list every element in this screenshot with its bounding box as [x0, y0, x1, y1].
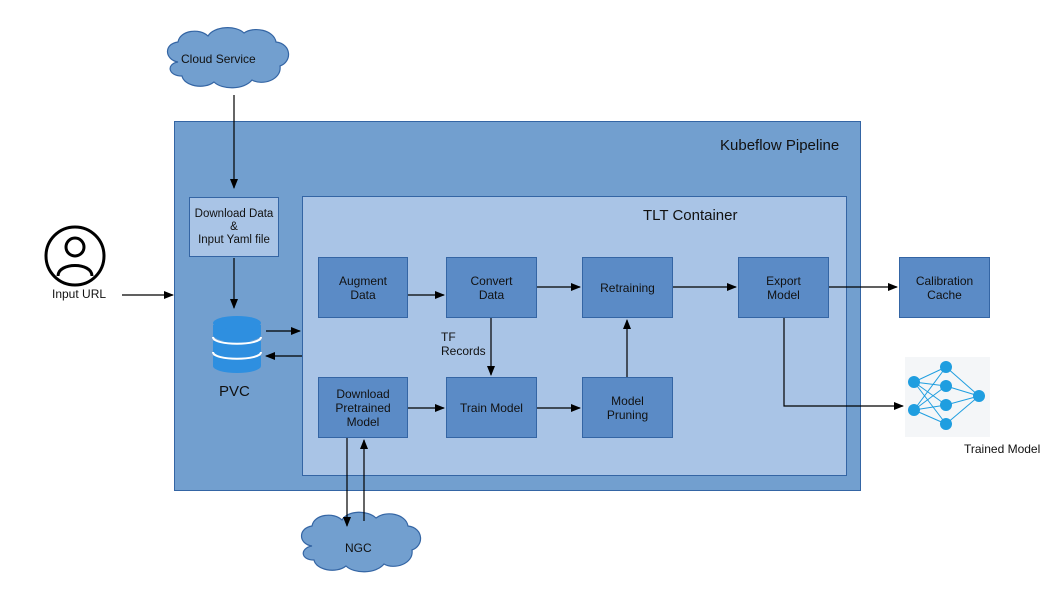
download-pretrained-label: Download Pretrained Model	[335, 386, 391, 429]
retraining-label: Retraining	[600, 280, 655, 295]
model-pruning-label: Model Pruning	[606, 393, 649, 422]
ngc-label: NGC	[345, 541, 372, 555]
pvc-label: PVC	[219, 383, 250, 400]
retraining-box: Retraining	[582, 257, 673, 318]
user-icon	[44, 225, 106, 287]
convert-data-label: Convert Data	[470, 273, 513, 302]
kubeflow-pipeline-title: Kubeflow Pipeline	[720, 137, 840, 154]
neural-network-icon	[905, 357, 990, 437]
download-pretrained-box: Download Pretrained Model	[318, 377, 408, 438]
ngc-cloud	[300, 511, 422, 573]
export-model-box: Export Model	[738, 257, 829, 318]
calibration-cache-label: Calibration Cache	[915, 273, 974, 302]
train-model-label: Train Model	[460, 400, 523, 415]
tf-records-label: TF Records	[441, 330, 486, 358]
train-model-box: Train Model	[446, 377, 537, 438]
download-data-label: Download Data & Input Yaml file	[194, 207, 274, 246]
download-data-box: Download Data & Input Yaml file	[189, 197, 279, 257]
augment-data-box: Augment Data	[318, 257, 408, 318]
augment-data-label: Augment Data	[338, 273, 388, 302]
model-pruning-box: Model Pruning	[582, 377, 673, 438]
trained-model-label: Trained Model	[964, 442, 1041, 456]
input-url-label: Input URL	[52, 287, 107, 301]
calibration-cache-box: Calibration Cache	[899, 257, 990, 318]
cloud-service-label: Cloud Service	[181, 52, 256, 66]
convert-data-box: Convert Data	[446, 257, 537, 318]
export-model-label: Export Model	[766, 273, 801, 302]
cloud-service-cloud	[166, 27, 290, 89]
database-icon	[212, 316, 262, 373]
tlt-container-title: TLT Container	[643, 207, 738, 224]
